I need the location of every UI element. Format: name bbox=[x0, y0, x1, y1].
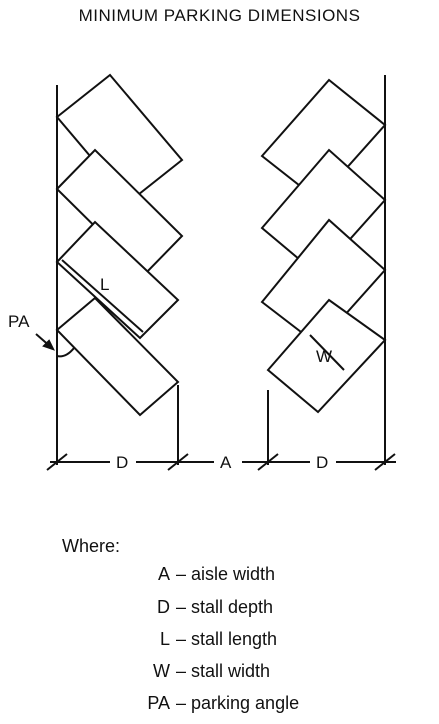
page-title: MINIMUM PARKING DIMENSIONS bbox=[78, 6, 361, 25]
tick-4 bbox=[374, 453, 396, 471]
aisle-width-label: A bbox=[220, 453, 232, 472]
stall-width-label: W bbox=[316, 347, 332, 366]
tick-1 bbox=[46, 453, 68, 471]
tick-2 bbox=[167, 453, 189, 471]
legend-abbr: W bbox=[153, 661, 170, 681]
tick-3 bbox=[257, 453, 279, 471]
parking-angle-arrowhead bbox=[42, 339, 55, 351]
right-stall-4 bbox=[266, 298, 387, 414]
legend-desc: – stall length bbox=[176, 629, 278, 649]
left-stall-4 bbox=[55, 296, 180, 417]
parking-dimensions-diagram: L W PA D A D bbox=[8, 73, 396, 472]
parking-angle-arc bbox=[56, 347, 75, 358]
legend-abbr: PA bbox=[147, 693, 170, 713]
stall-width-dimension-line bbox=[309, 334, 345, 371]
legend-desc: – aisle width bbox=[176, 564, 276, 584]
left-stall-3 bbox=[55, 220, 180, 340]
parking-angle-label: PA bbox=[8, 312, 30, 331]
legend-heading: Where: bbox=[62, 536, 121, 556]
legend-desc: – stall width bbox=[176, 661, 271, 681]
legend-abbr: D bbox=[157, 597, 170, 617]
stall-length-label: L bbox=[100, 275, 109, 294]
legend-abbr: L bbox=[159, 629, 170, 649]
stall-depth-right-label: D bbox=[316, 453, 328, 472]
stall-depth-left-label: D bbox=[116, 453, 128, 472]
right-stall-3 bbox=[260, 218, 387, 347]
stall-length-dimension-line bbox=[61, 259, 144, 333]
legend-abbr: A bbox=[157, 564, 170, 584]
legend-desc: – parking angle bbox=[176, 693, 300, 713]
legend-desc: – stall depth bbox=[176, 597, 274, 617]
